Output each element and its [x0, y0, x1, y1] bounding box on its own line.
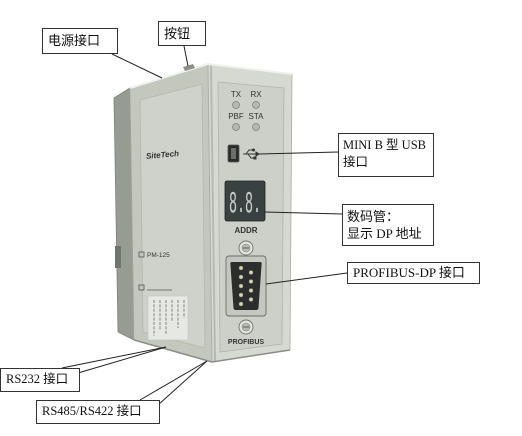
brand-logo: SiteTech — [146, 149, 180, 161]
led-pbf — [232, 123, 240, 131]
leader-line-display — [264, 211, 343, 215]
leader-line-rs232-a — [61, 346, 167, 369]
db9-pin — [248, 279, 254, 284]
callout-usb-port-line2: 接口 — [343, 155, 369, 169]
display-digits: 8.8. — [229, 186, 261, 219]
db9-pin — [238, 301, 244, 307]
led-panel: TX RX PBF STA — [228, 90, 264, 131]
leader-line-rs485-b — [157, 360, 208, 406]
led-label-rx: RX — [250, 90, 262, 99]
callout-button: 按钮 — [158, 21, 206, 46]
model-label: PM-125 — [147, 252, 170, 259]
callout-usb-port-line1: MINI B 型 USB — [343, 138, 426, 152]
db9-pin — [248, 270, 254, 275]
side-markings: SiteTech PM-125 — [138, 149, 189, 341]
screw-top-icon — [238, 240, 254, 256]
din-clip-notch — [115, 246, 121, 268]
callout-usb-port: MINI B 型 USB 接口 — [338, 133, 434, 177]
callout-power-port: 电源接口 — [42, 28, 118, 54]
db9-pin — [238, 265, 244, 271]
info-sticker — [147, 295, 189, 341]
callout-display-line2: 显示 DP 地址 — [347, 226, 422, 241]
screw-bottom-icon — [238, 319, 254, 335]
leader-line-button — [183, 45, 189, 67]
profibus-port-label: PROFIBUS — [228, 339, 265, 346]
db9-pin — [238, 274, 244, 280]
led-label-pbf: PBF — [228, 112, 244, 121]
blank-checkbox-icon — [138, 284, 145, 291]
db9-pin — [248, 288, 254, 293]
leader-line-rs485-a — [139, 360, 208, 401]
callout-rs232-port: RS232 接口 — [0, 368, 80, 392]
callout-button-text: 按钮 — [164, 26, 191, 41]
device-side-panel — [139, 83, 206, 349]
front-edge-ridge — [210, 64, 216, 362]
callout-rs485-port-text: RS485/RS422 接口 — [42, 404, 142, 418]
addr-label: ADDR — [234, 226, 257, 235]
led-sta — [252, 123, 260, 131]
device-bottom-edge — [133, 339, 291, 363]
seven-segment-display: 8.8. — [224, 180, 266, 222]
db9-connector — [225, 255, 267, 317]
callout-rs232-port-text: RS232 接口 — [6, 372, 69, 386]
db9-pin — [248, 297, 254, 302]
usb-icon — [243, 148, 260, 160]
callout-profibus-port-text: PROFIBUS-DP 接口 — [353, 265, 465, 280]
led-tx — [232, 101, 240, 109]
callout-display: 数码管： 显示 DP 地址 — [342, 204, 434, 246]
db9-pin — [238, 283, 244, 289]
usb-port — [227, 144, 240, 163]
led-rx — [252, 101, 260, 109]
callout-profibus-port: PROFIBUS-DP 接口 — [347, 262, 480, 284]
device-top-edge — [129, 62, 293, 89]
leader-lines — [61, 45, 348, 406]
db9-pin — [238, 292, 244, 298]
leader-line-power — [111, 53, 163, 79]
led-label-sta: STA — [249, 112, 265, 121]
device-button — [183, 64, 195, 71]
leader-line-profibus — [265, 272, 348, 285]
led-label-tx: TX — [231, 90, 242, 99]
model-checkbox-icon — [138, 251, 145, 258]
callout-display-line1: 数码管： — [347, 209, 400, 224]
leader-line-rs232-b — [77, 346, 167, 374]
leader-line-usb — [258, 151, 339, 155]
callout-rs485-port: RS485/RS422 接口 — [36, 400, 160, 424]
callout-power-port-text: 电源接口 — [48, 33, 101, 48]
